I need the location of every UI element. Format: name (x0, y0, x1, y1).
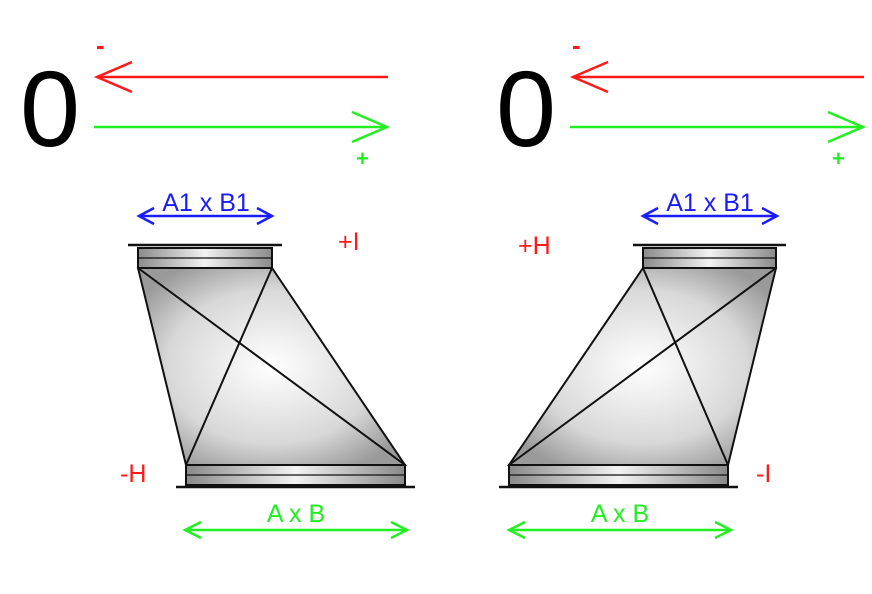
right-offset-bottom-label: -I (756, 460, 771, 488)
right-transition-duct (499, 243, 786, 489)
left-transition-duct (128, 243, 415, 489)
right-outlet-dimension-arrow (506, 520, 734, 540)
right-panel: 0 - + A1 x B1 +H -I (496, 30, 867, 540)
left-minus-sign: - (96, 30, 105, 60)
left-positive-arrow (94, 110, 391, 144)
right-positive-arrow (570, 110, 867, 144)
right-minus-sign: - (572, 30, 581, 60)
left-negative-arrow (93, 60, 388, 94)
right-origin-zero: 0 (496, 48, 556, 169)
right-inlet-label: A1 x B1 (666, 189, 754, 217)
left-inlet-dimension-arrow (136, 206, 275, 226)
left-outlet-label: A x B (267, 500, 325, 528)
right-negative-arrow (569, 60, 864, 94)
left-origin-zero: 0 (20, 48, 80, 169)
left-inlet-label: A1 x B1 (162, 189, 250, 217)
left-panel: 0 - + A1 x B1 +I -H (20, 30, 415, 540)
right-plus-sign: + (832, 146, 845, 171)
right-inlet-dimension-arrow (640, 206, 780, 226)
left-offset-top-label: +I (338, 228, 360, 256)
left-plus-sign: + (356, 146, 369, 171)
left-offset-bottom-label: -H (120, 460, 146, 488)
right-offset-top-label: +H (518, 232, 551, 260)
left-outlet-dimension-arrow (182, 520, 410, 540)
right-outlet-label: A x B (591, 500, 649, 528)
